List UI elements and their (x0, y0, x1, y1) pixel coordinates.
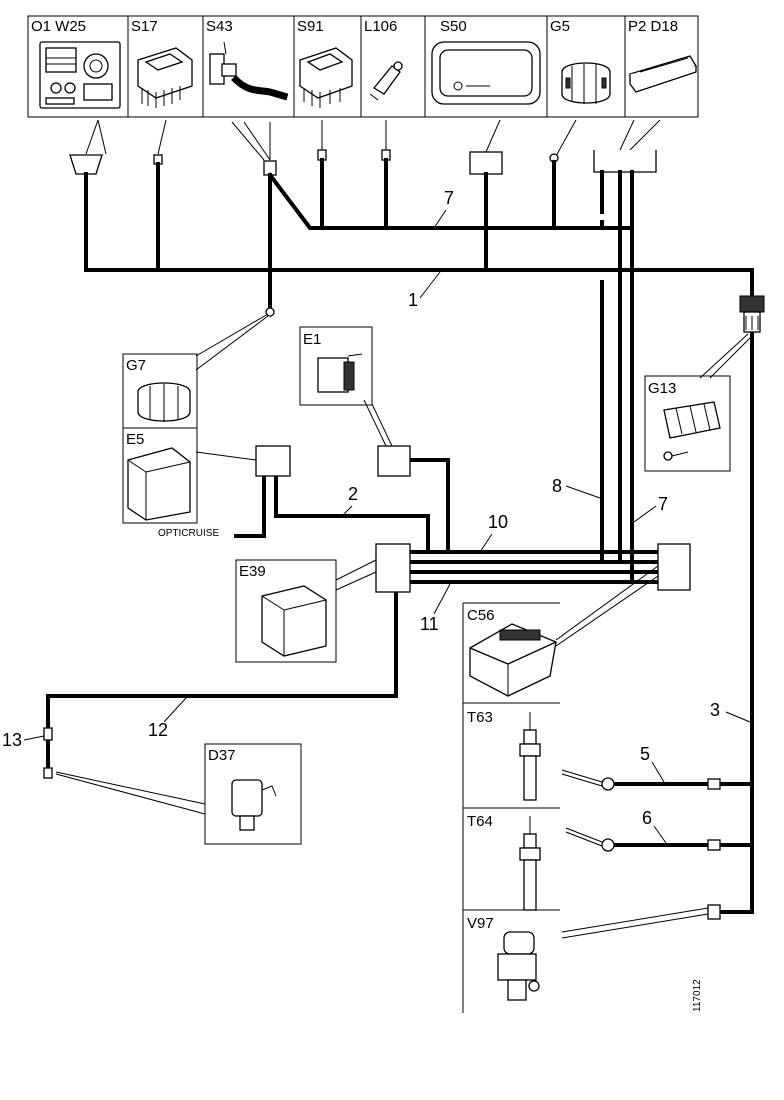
figure-id: 117012 (692, 979, 703, 1012)
label-t64: T64 (467, 813, 493, 830)
label-l106: L106 (364, 18, 397, 35)
label-g13: G13 (648, 380, 676, 397)
e39-box: E39 (235, 559, 377, 663)
fusebox-p2d18-icon (629, 55, 697, 93)
wire-label-7-top: 7 (444, 188, 454, 208)
g7-box: G7 (122, 313, 269, 429)
g13-box: G13 (644, 333, 753, 472)
label-g7: G7 (126, 357, 146, 374)
label-s50: S50 (440, 18, 467, 35)
connector-e39 (375, 543, 411, 593)
connector-o1w25 (69, 154, 103, 175)
junction-e1 (377, 445, 411, 477)
label-s43: S43 (206, 18, 233, 35)
control-s50-icon (431, 41, 541, 105)
inline-connectors (43, 295, 765, 920)
label-g5: G5 (550, 18, 570, 35)
label-e5: E5 (126, 431, 144, 448)
wire-label-10: 10 (488, 512, 508, 532)
d37-box: D37 (55, 743, 302, 845)
label-o1w25: O1 W25 (31, 18, 86, 35)
wire-label-3: 3 (710, 700, 720, 720)
label-v97: V97 (467, 915, 494, 932)
e1-box: E1 (299, 326, 393, 447)
wire-label-2: 2 (348, 484, 358, 504)
wire-label-6: 6 (642, 808, 652, 828)
connector-g5-icon (561, 62, 611, 104)
wire-label-11: 11 (420, 614, 439, 634)
switch-s43-icon (209, 41, 289, 101)
label-t63: T63 (467, 709, 493, 726)
wire-number-labels: 1 7 2 10 11 8 7 12 13 3 5 6 (2, 188, 751, 844)
wire-label-5: 5 (640, 744, 650, 764)
label-c56: C56 (467, 607, 495, 624)
wire-label-13: 13 (2, 730, 22, 750)
connector-g13-plug (739, 295, 765, 333)
junction-e5 (255, 445, 291, 477)
top-component-strip: O1 W25 S17 S43 S91 L106 S50 G5 P2 D18 (27, 15, 699, 161)
connector-c56 (657, 543, 691, 591)
wire-label-7-right: 7 (658, 494, 668, 514)
connector-p2d18 (593, 150, 657, 173)
right-components-column: C56 T63 T64 V97 117012 (462, 565, 709, 1013)
switch-s91-icon (299, 47, 353, 108)
label-d37: D37 (208, 747, 236, 764)
wire-label-12: 12 (148, 720, 168, 740)
label-e39: E39 (239, 563, 266, 580)
bulb-l106-icon (369, 61, 403, 101)
instrument-panel-icon (39, 41, 121, 109)
label-s91: S91 (297, 18, 324, 35)
label-e1: E1 (303, 331, 321, 348)
switch-s17-icon (137, 47, 193, 108)
wire-label-1: 1 (408, 290, 418, 310)
opticruise-label: OPTICRUISE (158, 528, 219, 539)
top-connectors (69, 149, 657, 176)
e5-box: E5 (122, 427, 257, 524)
label-s17: S17 (131, 18, 158, 35)
connector-s50 (469, 151, 503, 175)
label-p2d18: P2 D18 (628, 18, 678, 35)
harness-wires (46, 158, 754, 914)
wire-label-8: 8 (552, 476, 562, 496)
